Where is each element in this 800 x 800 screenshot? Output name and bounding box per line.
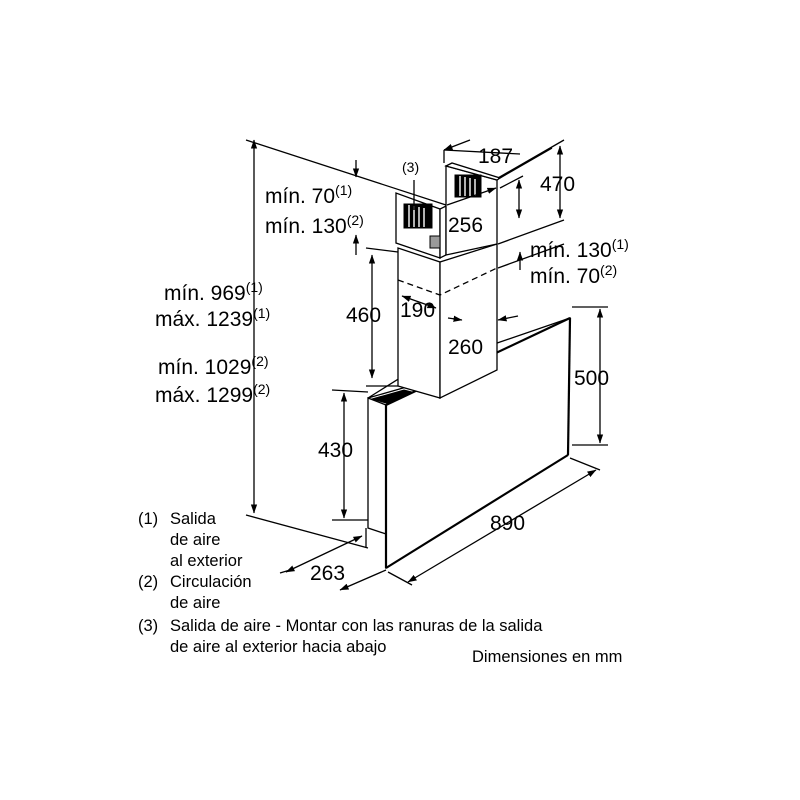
dimension-labels: 187 470 256 mín. 70(1) mín. 130(2) mín. … (155, 145, 629, 585)
vent-slots-left (403, 203, 433, 229)
legend-number: (1) (138, 510, 159, 528)
legend-line: de aire (170, 531, 221, 549)
chimney-overlap-line (397, 267, 498, 296)
vent-slots-right (454, 174, 482, 198)
legend-line: de aire al exterior hacia abajo (170, 638, 387, 656)
marker-3: (3) (402, 159, 419, 175)
legend-line: al exterior (170, 552, 243, 570)
units-note: Dimensiones en mm (472, 648, 623, 666)
lower-chimney-left (397, 247, 441, 399)
dim-min70-2: mín. 70(2) (530, 262, 617, 288)
legend-number: (3) (138, 617, 159, 635)
upper-chimney-left-side (439, 204, 447, 260)
legend-item-1: (1) Salida de aire al exterior (138, 509, 338, 573)
dim-min969-1: mín. 969(1) (164, 279, 263, 305)
legend-line: Circulación (170, 573, 252, 591)
legend-item-3: (3) Salida de aire - Montar con las ranu… (138, 616, 658, 660)
legend-line: de aire (170, 594, 221, 612)
panel-edge-right (566, 317, 572, 456)
hood-base-side (367, 397, 387, 535)
dimension-lines (245, 139, 608, 591)
dim-max1299-2: máx. 1299(2) (155, 381, 270, 407)
dim-min70-1: mín. 70(1) (265, 182, 352, 208)
dim-187: 187 (478, 145, 513, 168)
dim-260: 260 (448, 336, 483, 359)
dim-470: 470 (540, 173, 575, 196)
legend-number: (2) (138, 573, 159, 591)
legend-line: Salida de aire - Montar con las ranuras … (170, 617, 543, 635)
dim-890: 890 (490, 512, 525, 535)
dim-256: 256 (448, 214, 483, 237)
dim-263: 263 (310, 562, 345, 585)
legend-item-2: (2) Circulación de aire (138, 572, 338, 616)
dim-min130-1: mín. 130(1) (530, 236, 629, 262)
chimney (395, 162, 502, 400)
lower-chimney-right (439, 243, 498, 400)
dim-max1239-1: máx. 1239(1) (155, 305, 270, 331)
dim-500: 500 (574, 367, 609, 390)
dim-min1029-2: mín. 1029(2) (158, 353, 269, 379)
dim-min130-2: mín. 130(2) (265, 212, 364, 238)
dim-190: 190 (400, 299, 435, 322)
dim-430: 430 (318, 439, 353, 462)
chimney-bracket (429, 235, 441, 249)
legend-line: Salida (170, 510, 216, 528)
dim-460: 460 (346, 304, 381, 327)
